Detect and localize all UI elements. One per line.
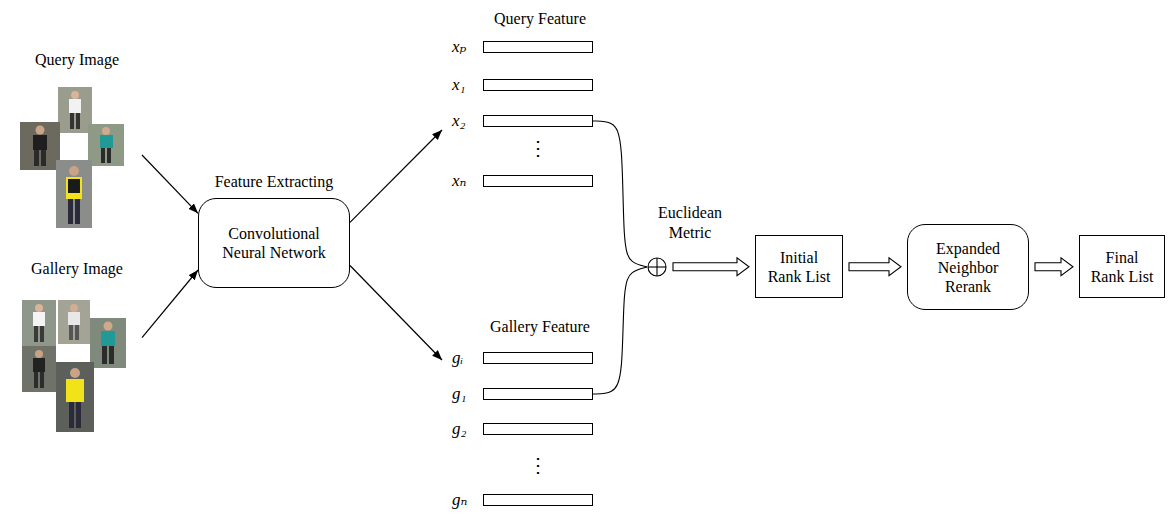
node-heading: Query Image: [2, 50, 152, 70]
ellipse-outline: [6, 292, 141, 404]
node-heading: Gallery Image: [2, 259, 152, 279]
node-text: Expanded Neighbor Rerank: [920, 239, 1016, 296]
image-circle: [5, 291, 142, 405]
person-photo: [56, 362, 94, 432]
box-outline: Initial Rank List: [755, 235, 843, 298]
feature-vector-bar: [483, 79, 593, 91]
feature-vector-bar: [483, 115, 593, 127]
person-photo: [58, 87, 92, 133]
merge-bracket: [593, 121, 647, 267]
feature-vector-bar: [483, 175, 593, 187]
arrow-line: [142, 155, 198, 213]
node-heading: gᵢ: [452, 348, 480, 368]
box-outline: Convolutional Neural Network: [198, 198, 350, 288]
ellipse-outline: [5, 82, 142, 196]
node-heading: g₁: [452, 384, 480, 404]
feature-bar: gᵢ: [452, 348, 597, 368]
block-arrow: [673, 258, 749, 276]
node-text: Final Rank List: [1087, 248, 1157, 286]
plus-circle-symbol: [647, 257, 667, 277]
person-photo: [22, 300, 56, 346]
box-outline: Final Rank List: [1079, 235, 1165, 298]
gallery-image-circle: Gallery Image: [2, 259, 152, 409]
node-heading: Euclidean Metric: [645, 203, 735, 243]
ellipsis-dots: ⋮: [523, 455, 553, 475]
cnn-box: Convolutional Neural Network Feature Extr…: [188, 172, 360, 290]
sum-node: Euclidean Metric: [637, 203, 747, 278]
person-photo: [20, 122, 60, 170]
ellipse-outline: [5, 291, 142, 405]
feature-bar: g₁: [452, 384, 597, 404]
node-heading: gₙ: [452, 490, 480, 510]
feature-bar: xₙ: [452, 171, 597, 191]
query-image-circle: Query Image: [2, 50, 152, 200]
ellipsis-dots: ⋮: [523, 138, 553, 158]
node-heading: x₁: [452, 75, 480, 95]
group-heading: Gallery Feature: [475, 317, 605, 337]
feature-vector-bar: [483, 352, 593, 364]
ellipse-outline: [6, 83, 141, 195]
node-heading: g₂: [452, 419, 480, 439]
node-heading: xₙ: [452, 171, 480, 191]
node-heading: xₚ: [452, 37, 480, 57]
feature-vector-bar: [483, 423, 593, 435]
sum-circle: [647, 257, 667, 277]
person-photo: [88, 124, 124, 166]
feature-bar: gₙ: [452, 490, 597, 510]
process-box: Initial Rank List: [755, 235, 843, 298]
feature-bar: xₚ: [452, 37, 597, 57]
feature-vector-bar: [483, 41, 593, 53]
feature-bar: x₂: [452, 111, 597, 131]
arrow-line: [142, 270, 198, 338]
feature-bar: x₁: [452, 75, 597, 95]
box-outline: Expanded Neighbor Rerank: [907, 224, 1029, 310]
merge-bracket: [593, 267, 647, 394]
person-photo: [58, 300, 90, 344]
rounded-process-box: Expanded Neighbor Rerank: [907, 224, 1029, 310]
image-circle: [5, 82, 142, 196]
node-heading: Feature Extracting: [188, 172, 360, 192]
node-text: Convolutional Neural Network: [222, 224, 326, 262]
block-arrow: [1035, 258, 1073, 276]
arrow-line: [350, 266, 442, 361]
feature-vector-bar: [483, 388, 593, 400]
node-heading: x₂: [452, 111, 480, 131]
feature-bar: g₂: [452, 419, 597, 439]
process-box: Final Rank List: [1079, 235, 1165, 298]
person-photo: [22, 346, 56, 392]
person-photo: [56, 160, 92, 228]
group-heading: Query Feature: [475, 9, 605, 29]
block-arrow: [849, 258, 901, 276]
arrow-line: [350, 130, 442, 222]
person-photo: [90, 318, 126, 368]
feature-vector-bar: [483, 494, 593, 506]
node-text: Initial Rank List: [763, 248, 835, 286]
